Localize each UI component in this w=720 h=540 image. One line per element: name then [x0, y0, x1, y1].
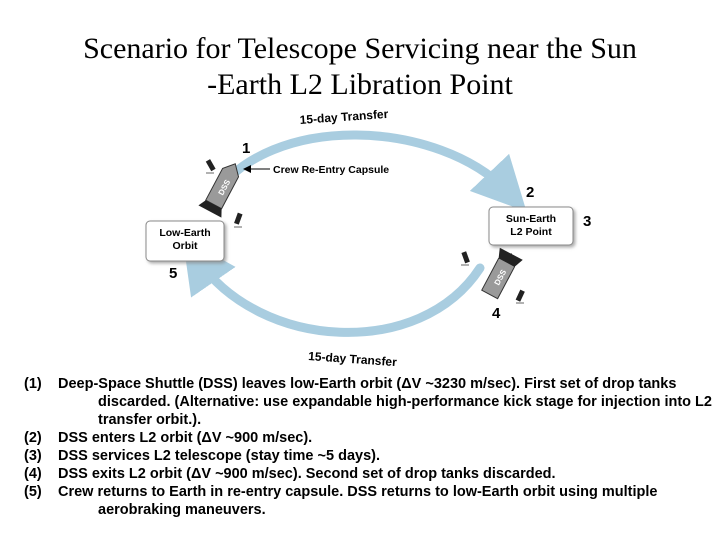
- step-number: (1): [24, 376, 42, 392]
- drop-tank-1b-icon: [234, 212, 243, 228]
- step-text: Deep-Space Shuttle (DSS) leaves low-Eart…: [58, 376, 712, 428]
- step-number: (4): [24, 466, 42, 482]
- steps-list: (1) Deep-Space Shuttle (DSS) leaves low-…: [24, 375, 714, 519]
- low-earth-orbit-box: Low-Earth Orbit: [145, 220, 225, 262]
- step-number: (3): [24, 448, 42, 464]
- marker-4: 4: [492, 305, 501, 322]
- l2-point-box: Sun-Earth L2 Point: [488, 206, 574, 246]
- transfer-diagram: 15-day Transfer 15-day Transfer Low-Eart…: [145, 107, 591, 369]
- step-item: (4) DSS exits L2 orbit (ΔV ~900 m/sec). …: [24, 465, 714, 483]
- slide-title-line-2: -Earth L2 Libration Point: [207, 68, 513, 101]
- step-item: (3) DSS services L2 telescope (stay time…: [24, 447, 714, 465]
- crew-capsule-label: Crew Re-Entry Capsule: [273, 164, 389, 176]
- step-text: Crew returns to Earth in re-entry capsul…: [58, 484, 658, 518]
- leo-label-line-2: Orbit: [172, 240, 198, 252]
- step-text: DSS services L2 telescope (stay time ~5 …: [58, 448, 380, 464]
- step-text: DSS exits L2 orbit (ΔV ~900 m/sec). Seco…: [58, 466, 556, 482]
- dss-spacecraft-returning: DSS: [481, 247, 523, 300]
- step-item: (5) Crew returns to Earth in re-entry ca…: [24, 483, 714, 519]
- marker-5: 5: [169, 265, 177, 282]
- marker-2: 2: [526, 184, 534, 201]
- leo-label-line-1: Low-Earth: [159, 227, 210, 239]
- slide-title-line-1: Scenario for Telescope Servicing near th…: [83, 32, 637, 65]
- step-text: DSS enters L2 orbit (ΔV ~900 m/sec).: [58, 430, 313, 446]
- step-number: (5): [24, 484, 42, 500]
- step-item: (2) DSS enters L2 orbit (ΔV ~900 m/sec).: [24, 429, 714, 447]
- l2-label-line-1: Sun-Earth: [506, 213, 556, 225]
- dss-spacecraft-departing: DSS: [198, 163, 240, 218]
- drop-tank-1a-icon: [205, 159, 216, 174]
- marker-1: 1: [242, 140, 250, 157]
- drop-tank-4b-icon: [515, 289, 525, 304]
- marker-3: 3: [583, 213, 591, 230]
- step-number: (2): [24, 430, 42, 446]
- step-item: (1) Deep-Space Shuttle (DSS) leaves low-…: [24, 375, 714, 429]
- bottom-transfer-label: 15-day Transfer: [308, 349, 398, 369]
- top-transfer-arrow: [207, 130, 527, 212]
- drop-tank-4a-icon: [461, 251, 470, 266]
- top-transfer-label: 15-day Transfer: [299, 107, 389, 127]
- l2-label-line-2: L2 Point: [510, 226, 552, 238]
- bottom-transfer-arrow: [182, 237, 485, 337]
